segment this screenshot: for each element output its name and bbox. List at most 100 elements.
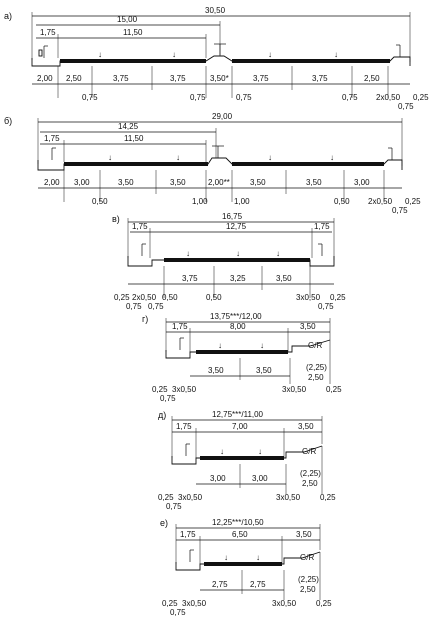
dimension-bottom: 2,50 — [364, 74, 380, 83]
direction-arrow: ↓ — [98, 50, 102, 59]
dimension-bottom: 3,50* — [210, 74, 229, 83]
lamp-post — [396, 44, 401, 57]
dimension-below: 0,50 — [162, 293, 178, 302]
section-b: б) 29,00 14,25 11,50 1,75 ↓ ↓ ↓ ↓ 2,00 3… — [4, 112, 421, 215]
dimension-below: 3x0,50 — [296, 293, 321, 302]
dimension-below: 0,25 — [330, 293, 346, 302]
lamp-post — [179, 337, 184, 350]
lamp-post — [51, 147, 56, 160]
section-e: е) 12,25***/10,50 1,75 6,50 3,50 ↓ ↓ G/R… — [160, 518, 332, 617]
dimension-total: 30,50 — [205, 6, 226, 15]
dimension-bottom: 2,75 — [250, 580, 266, 589]
dimension-bottom: 3,00 — [252, 474, 268, 483]
dimension-below: 0,25 — [152, 385, 168, 394]
dimension-sidewalk: 1,75 — [44, 134, 60, 143]
dimension-bottom: 3,50 — [256, 366, 272, 375]
dimension-below: 0,75 — [82, 93, 98, 102]
section-label: в) — [112, 214, 120, 224]
dimension-bottom: 3,75 — [253, 74, 269, 83]
dimension-sidewalk: 1,75 — [314, 222, 330, 231]
lamp-post — [214, 43, 226, 56]
dimension-below: 0,50 — [92, 197, 108, 206]
dimension-verge-note: (2,25) — [300, 469, 321, 478]
section-label: г) — [142, 314, 148, 324]
dimension-bottom: 3,00 — [210, 474, 226, 483]
profile-outline — [171, 445, 323, 465]
dimension-bottom: 3,50 — [276, 274, 292, 283]
dimension-below: 0,25 — [320, 493, 336, 502]
direction-arrow: ↓ — [218, 341, 222, 350]
dimension-below: 3x0,50 — [182, 599, 207, 608]
dimension-sidewalk: 1,75 — [40, 28, 56, 37]
dimension-below: 3x0,50 — [272, 599, 297, 608]
dimension-below: 3x0,50 — [178, 493, 203, 502]
direction-arrow: ↓ — [220, 447, 224, 456]
dimension-below: 0,75 — [236, 93, 252, 102]
dimension-below: 3x0,50 — [172, 385, 197, 394]
dimension-sidewalk: 1,75 — [176, 422, 192, 431]
direction-arrow: ↓ — [268, 153, 272, 162]
dimension-bottom: 3,75 — [182, 274, 198, 283]
dimension-bottom: 3,75 — [170, 74, 186, 83]
profile-outline — [37, 157, 403, 171]
profile-outline — [31, 55, 411, 67]
dimension-bottom: 2,75 — [212, 580, 228, 589]
dimension-carriageway: 6,50 — [232, 530, 248, 539]
carriageway-left — [64, 162, 208, 166]
dimension-total: 29,00 — [212, 112, 233, 121]
dimension-below: 0,75 — [148, 302, 164, 311]
section-g: г) 13,75***/12,00 1,75 8,00 3,50 ↓ ↓ G/R… — [142, 312, 342, 403]
section-label: б) — [4, 116, 12, 126]
direction-arrow: ↓ — [276, 249, 280, 258]
dimension-verge: 3,50 — [298, 422, 314, 431]
dimension-below: 0,75 — [126, 302, 142, 311]
dimension-below: 0,25 — [326, 385, 342, 394]
dimension-below: 3x0,50 — [276, 493, 301, 502]
dimension-verge: 3,50 — [300, 322, 316, 331]
dimension-half: 15,00 — [117, 15, 138, 24]
dimension-verge-width: 2,50 — [308, 373, 324, 382]
dimension-total: 12,25***/10,50 — [212, 518, 264, 527]
profile-outline — [175, 551, 321, 571]
dimension-verge-note: (2,25) — [298, 575, 319, 584]
dimension-verge-note: (2,25) — [306, 363, 327, 372]
dimension-below: 1,00 — [192, 197, 208, 206]
profile-outline — [165, 339, 331, 359]
direction-arrow: ↓ — [334, 50, 338, 59]
carriageway-right — [232, 59, 390, 63]
section-a: а) 30,50 15,00 11,50 1,75 ↓ ↓ ↓ ↓ 2,00 2… — [4, 6, 429, 111]
lamp-post — [388, 147, 393, 160]
dimension-below: 0,75 — [160, 394, 176, 403]
guardrail-label: G/R — [300, 553, 314, 562]
dimension-bottom: 3,50 — [170, 178, 186, 187]
direction-arrow: ↓ — [186, 249, 190, 258]
direction-arrow: ↓ — [330, 153, 334, 162]
dimension-bottom: 3,00 — [74, 178, 90, 187]
dimension-below: 0,50 — [334, 197, 350, 206]
dimension-below: 0,75 — [170, 608, 186, 617]
direction-arrow: ↓ — [176, 153, 180, 162]
dimension-bottom: 3,50 — [250, 178, 266, 187]
dimension-bottom: 3,50 — [208, 366, 224, 375]
dimension-below: 0,25 — [114, 293, 130, 302]
dimension-bottom: 2,50 — [66, 74, 82, 83]
dimension-below: 3x0,50 — [282, 385, 307, 394]
carriageway — [196, 350, 288, 354]
section-d: д) 12,75***/11,00 1,75 7,00 3,50 ↓ ↓ G/R… — [158, 410, 336, 511]
section-label: д) — [158, 410, 166, 420]
dimension-sidewalk: 1,75 — [180, 530, 196, 539]
carriageway — [200, 456, 284, 460]
direction-arrow: ↓ — [256, 553, 260, 562]
dimension-total: 12,75***/11,00 — [212, 410, 264, 419]
direction-arrow: ↓ — [260, 341, 264, 350]
dimension-below: 0,75 — [392, 206, 408, 215]
dimension-below: 0,50 — [206, 293, 222, 302]
dimension-below: 2x0,50 — [376, 93, 401, 102]
dimension-bottom: 3,25 — [230, 274, 246, 283]
lamp-post — [189, 549, 194, 562]
dimension-bottom: 3,75 — [113, 74, 129, 83]
dimension-total: 13,75***/12,00 — [210, 312, 262, 321]
dimension-below: 0,75 — [342, 93, 358, 102]
dimension-carriageway: 11,50 — [123, 28, 143, 37]
lamp-post — [185, 443, 190, 456]
